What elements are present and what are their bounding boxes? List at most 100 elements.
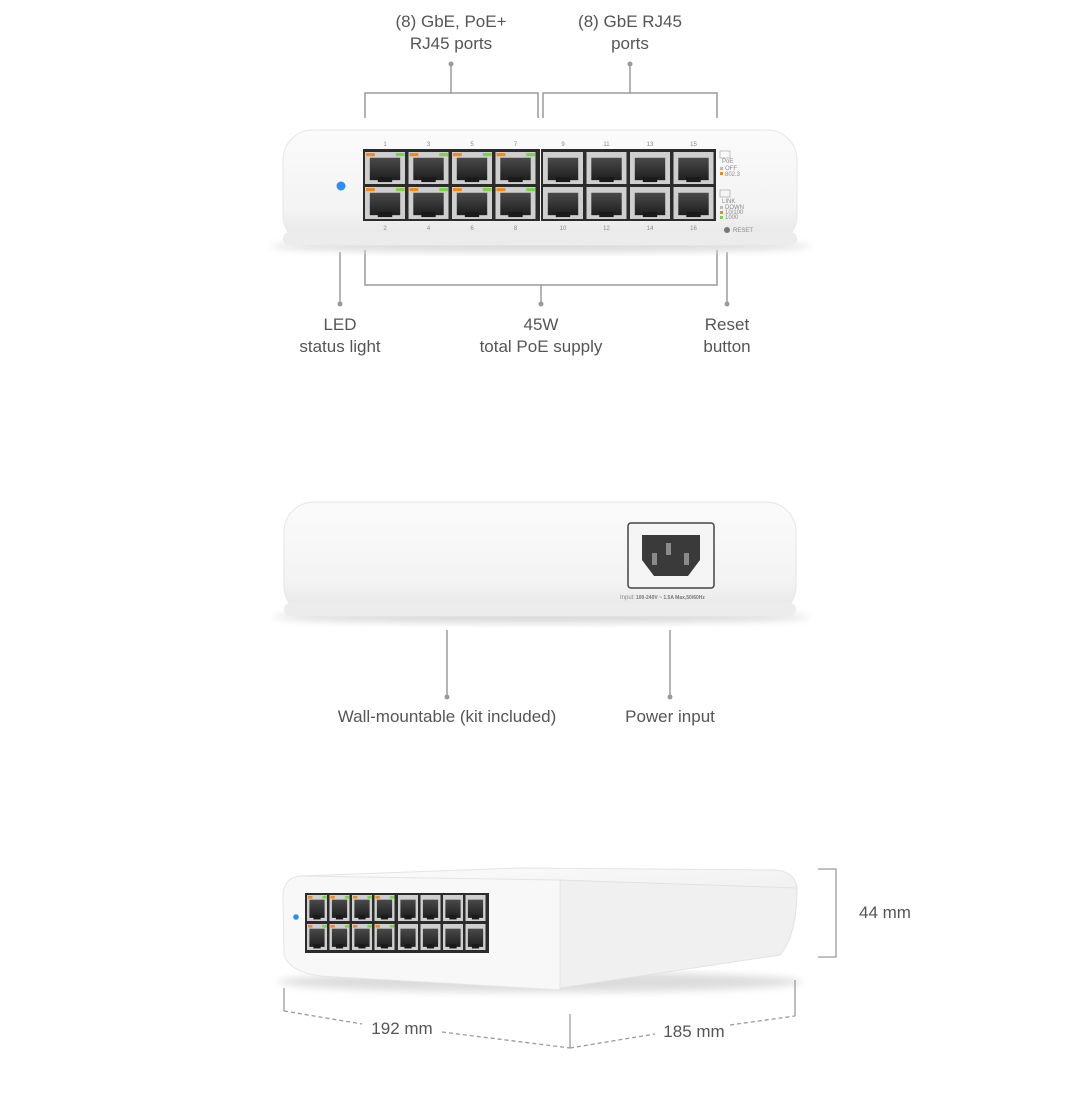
- back-callout-lines: [446, 630, 671, 697]
- poe-led: [453, 188, 462, 192]
- callout-poe-ports-line1: (8) GbE, PoE+: [395, 12, 507, 31]
- poe-led: [366, 153, 375, 157]
- port-label-top: 5: [470, 142, 474, 148]
- link-led: [526, 188, 536, 192]
- iso-port-3[interactable]: [329, 895, 350, 921]
- iso-port-7[interactable]: [374, 895, 395, 921]
- poe-ports-bracket: [364, 92, 539, 118]
- link-led: [322, 896, 327, 899]
- poe-led: [308, 925, 313, 928]
- legend-poe-8023: 802.3: [725, 172, 741, 178]
- iso-port-11[interactable]: [420, 895, 441, 921]
- callout-reset-line1: Reset: [704, 315, 750, 334]
- port-label-top: 7: [514, 142, 518, 148]
- poe-led: [330, 896, 335, 899]
- link-led: [526, 153, 536, 157]
- back-view: Input: 100-240V ~ 1.5A Max,50/60Hz: [273, 501, 809, 700]
- iso-port-1[interactable]: [307, 895, 327, 921]
- rj45-port-2[interactable]: [365, 187, 405, 219]
- port-label-bottom: 16: [690, 226, 697, 232]
- iso-port-6[interactable]: [352, 924, 372, 950]
- legend-link-1000: 1000: [725, 215, 739, 221]
- height-bracket: [818, 868, 837, 958]
- front-callout-lines: [339, 64, 728, 304]
- rj45-port-14[interactable]: [630, 187, 670, 219]
- poe-supply-bracket: [364, 250, 718, 286]
- rj45-port-8[interactable]: [495, 187, 536, 219]
- poe-led: [409, 153, 419, 157]
- iso-port-15[interactable]: [465, 895, 486, 921]
- iso-port-16[interactable]: [465, 924, 486, 950]
- callout-gbe-ports-line2: ports: [611, 34, 649, 53]
- port-label-top: 1: [383, 142, 387, 148]
- iso-port-5[interactable]: [352, 895, 372, 921]
- rj45-port-5[interactable]: [452, 152, 492, 184]
- callout-poe-supply-line2: total PoE supply: [479, 337, 603, 356]
- iso-port-9[interactable]: [398, 895, 418, 921]
- port-label-top: 13: [647, 142, 654, 148]
- iso-port-14[interactable]: [443, 924, 463, 950]
- callout-reset: Reset button: [677, 314, 777, 358]
- gbe-ports-bracket: [542, 92, 718, 118]
- dimension-height: 44 mm: [859, 903, 911, 922]
- port-label-top: 11: [603, 142, 610, 148]
- callout-gbe-ports: (8) GbE RJ45 ports: [550, 11, 710, 55]
- front-ports: [365, 152, 714, 219]
- rj45-port-1[interactable]: [365, 152, 405, 184]
- iso-port-4[interactable]: [329, 924, 350, 950]
- rj45-port-3[interactable]: [408, 152, 449, 184]
- iso-port-10[interactable]: [398, 924, 418, 950]
- switch-back-body: [283, 501, 797, 617]
- reset-button[interactable]: [724, 227, 730, 233]
- iso-port-12[interactable]: [420, 924, 441, 950]
- port-label-bottom: 10: [560, 226, 567, 232]
- link-led: [344, 896, 350, 899]
- rj45-port-4[interactable]: [408, 187, 449, 219]
- rj45-port-6[interactable]: [452, 187, 492, 219]
- power-input-icon: [642, 535, 700, 576]
- iso-led: [293, 914, 299, 920]
- port-label-bottom: 4: [427, 226, 431, 232]
- rj45-port-7[interactable]: [495, 152, 536, 184]
- callout-led: LED status light: [280, 314, 400, 358]
- legend-poe-off: OFF: [725, 166, 737, 172]
- link-led: [395, 153, 405, 157]
- callout-poe-ports: (8) GbE, PoE+ RJ45 ports: [371, 11, 531, 55]
- poe-led: [496, 188, 506, 192]
- callout-poe-supply-line1: 45W: [523, 315, 559, 334]
- dimension-depth: 185 mm: [663, 1022, 725, 1041]
- rj45-port-9[interactable]: [543, 152, 583, 184]
- rj45-port-12[interactable]: [586, 187, 627, 219]
- port-legend: PoE OFF 802.3 LINK DOWN 10/100 1000 RESE…: [719, 150, 753, 234]
- legend-link-down: DOWN: [725, 205, 744, 211]
- legend-link-title: LINK: [722, 199, 735, 205]
- rj45-port-11[interactable]: [586, 152, 627, 184]
- link-led: [367, 925, 372, 928]
- port-label-top: 3: [427, 142, 431, 148]
- port-label-bottom: 8: [514, 226, 518, 232]
- link-led: [439, 188, 449, 192]
- iso-port-2[interactable]: [307, 924, 327, 950]
- legend-link-10100: 10/100: [725, 210, 744, 216]
- iso-ports: [307, 895, 486, 950]
- rj45-port-15[interactable]: [673, 152, 714, 184]
- input-label-value: 100-240V ~ 1.5A Max,50/60Hz: [636, 595, 705, 601]
- link-led: [389, 896, 395, 899]
- poe-led: [375, 925, 380, 928]
- switch-iso-side: [559, 879, 798, 989]
- rj45-port-13[interactable]: [630, 152, 670, 184]
- dimension-lines: [283, 868, 837, 1049]
- iso-port-8[interactable]: [374, 924, 395, 950]
- poe-led: [496, 153, 506, 157]
- iso-port-13[interactable]: [443, 895, 463, 921]
- link-led: [482, 153, 492, 157]
- port-label-bottom: 6: [470, 226, 474, 232]
- link-led: [322, 925, 327, 928]
- rj45-port-16[interactable]: [673, 187, 714, 219]
- link-led: [439, 153, 449, 157]
- poe-led: [409, 188, 419, 192]
- rj45-port-10[interactable]: [543, 187, 583, 219]
